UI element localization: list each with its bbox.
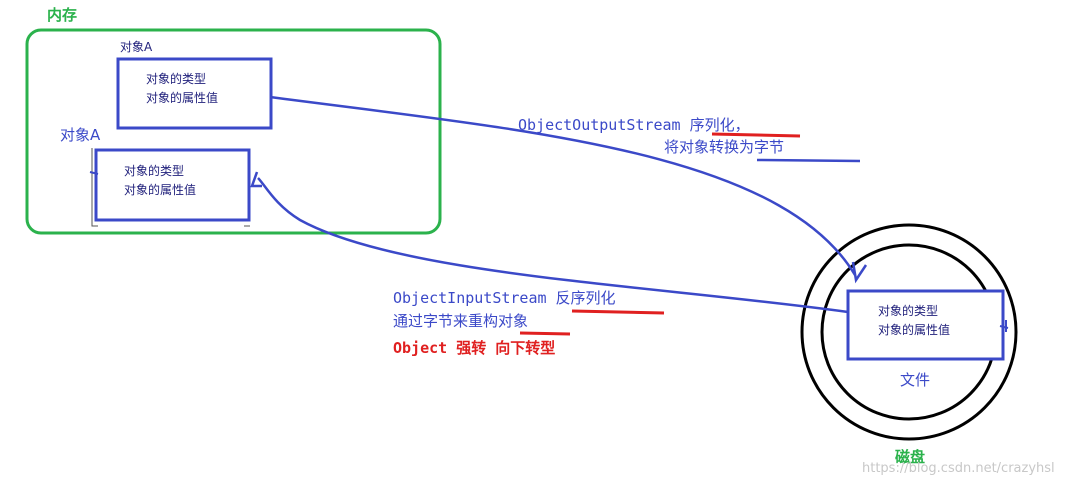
memory-container xyxy=(25,28,442,235)
serialize-desc: 将对象转换为字节 xyxy=(664,138,785,156)
deserialize-arrow xyxy=(257,177,849,314)
deserialize-cast-note: Object 强转 向下转型 xyxy=(393,339,556,357)
underline-bytes-blue xyxy=(756,158,861,163)
file-box xyxy=(846,289,1005,361)
deserialize-title: ObjectInputStream 反序列化 xyxy=(393,289,616,307)
serialize-title: ObjectOutputStream 序列化， xyxy=(518,116,750,134)
object-a-box-top xyxy=(116,57,273,130)
file-attrs: 对象的属性值 xyxy=(878,323,951,337)
memory-label: 内存 xyxy=(47,6,78,24)
object-a-box-bottom xyxy=(94,148,251,222)
object-a-caption-bottom: 对象A xyxy=(60,126,101,144)
deserialize-desc: 通过字节来重构对象 xyxy=(393,312,529,330)
object-a-top-type: 对象的类型 xyxy=(146,72,207,86)
watermark: https://blog.csdn.net/crazyhsl xyxy=(862,461,1055,476)
object-a-bottom-type: 对象的类型 xyxy=(124,164,185,178)
disk-outer-circle xyxy=(800,223,1018,441)
tick-mark-right xyxy=(999,320,1009,332)
object-a-bottom-attrs: 对象的属性值 xyxy=(124,183,197,197)
underline-serialize-red xyxy=(711,132,801,138)
disk-label: 磁盘 xyxy=(895,448,926,466)
tick-mark-left xyxy=(89,171,99,175)
object-a-caption-top: 对象A xyxy=(120,40,153,54)
underline-object-red xyxy=(519,331,571,336)
underline-deserialize-red xyxy=(571,309,665,315)
bracket-mark xyxy=(91,148,250,227)
file-label: 文件 xyxy=(900,371,931,389)
serialize-arrow-head xyxy=(851,261,868,284)
serialize-arrow xyxy=(269,95,857,276)
object-a-top-attrs: 对象的属性值 xyxy=(146,91,219,105)
file-type: 对象的类型 xyxy=(878,304,939,318)
deserialize-arrow-head xyxy=(250,171,262,188)
